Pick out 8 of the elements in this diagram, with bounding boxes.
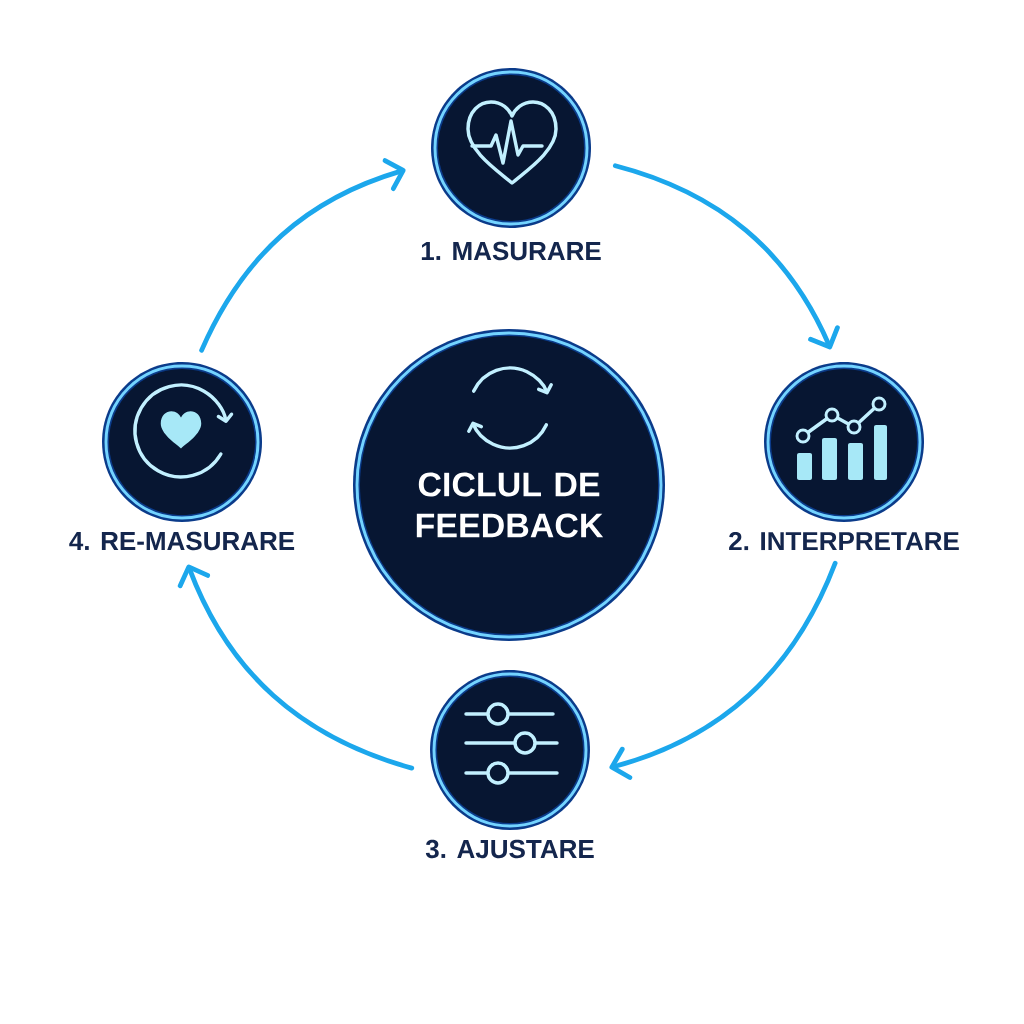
arrow [177, 564, 415, 771]
step-label: 4. RE-MASURARE [69, 531, 295, 551]
step-label: 3. AJUSTARE [425, 839, 594, 859]
step-label: 1. MASURARE [421, 241, 601, 261]
arrow [199, 158, 406, 353]
step-label: 2. INTERPRETARE [729, 531, 959, 551]
arrow [612, 163, 840, 350]
arrow [609, 560, 838, 780]
